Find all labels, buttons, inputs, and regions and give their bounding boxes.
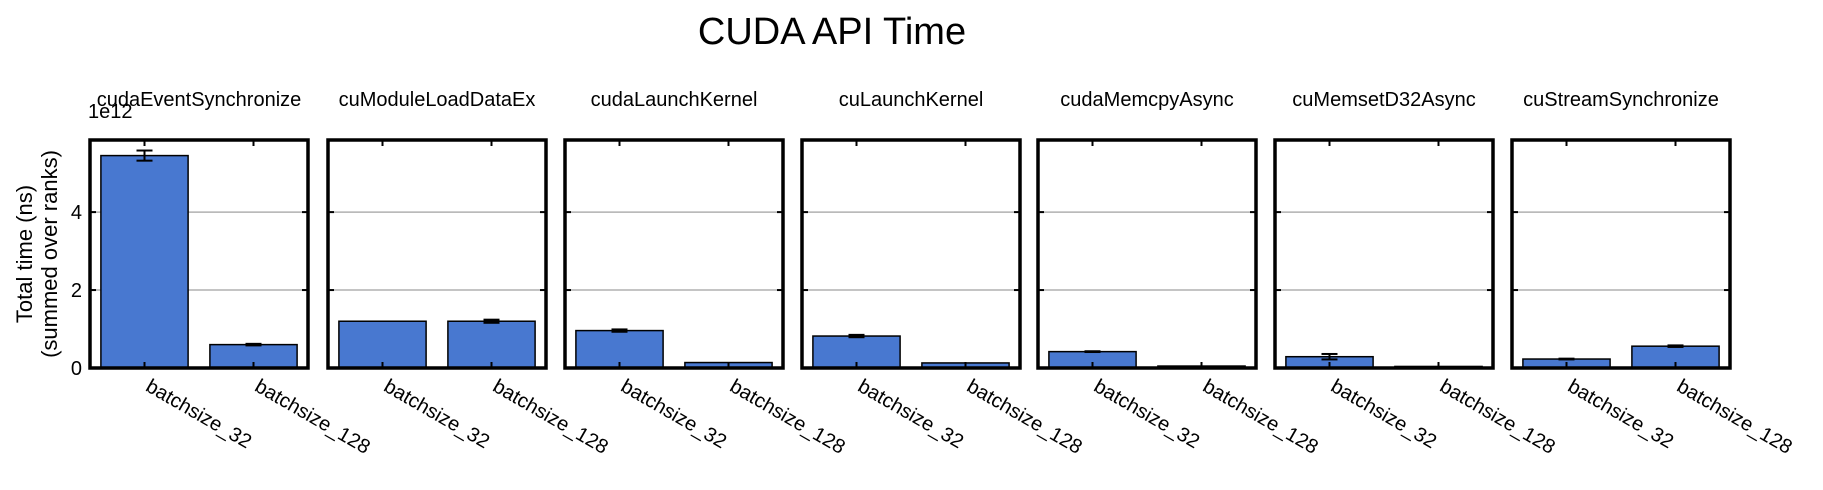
y-tick-label-4: 4 bbox=[71, 202, 82, 224]
panel-title-cudaLaunchKernel: cudaLaunchKernel bbox=[591, 89, 758, 111]
x-tick-label-batchsize_128: batchsize_128 bbox=[1199, 375, 1322, 459]
bar-cuModuleLoadDataEx-batchsize_32 bbox=[338, 320, 427, 369]
panel-title-cudaMemcpyAsync: cudaMemcpyAsync bbox=[1060, 89, 1233, 111]
y-axis-label: Total time (ns) bbox=[12, 185, 37, 323]
panel-frame-cuMemsetD32Async bbox=[1273, 138, 1495, 370]
panel-frame-cuLaunchKernel bbox=[800, 138, 1022, 370]
panel-title-cuModuleLoadDataEx: cuModuleLoadDataEx bbox=[339, 89, 536, 111]
x-tick-label-batchsize_128: batchsize_128 bbox=[251, 375, 374, 459]
panel-frame-cuModuleLoadDataEx bbox=[326, 138, 548, 370]
chart-title: CUDA API Time bbox=[698, 11, 966, 53]
panel-title-cuMemsetD32Async: cuMemsetD32Async bbox=[1292, 89, 1475, 111]
x-tick-label-batchsize_32: batchsize_32 bbox=[617, 375, 730, 453]
panels: cudaEventSynchronizebatchsize_32batchsiz… bbox=[71, 89, 1796, 459]
y-tick-label-0: 0 bbox=[71, 358, 82, 380]
panel-cudaLaunchKernel: cudaLaunchKernel batchsize_32batchsize_12… bbox=[563, 89, 849, 459]
panel-title-cuStreamSynchronize: cuStreamSynchronize bbox=[1523, 89, 1719, 111]
x-tick-label-batchsize_32: batchsize_32 bbox=[142, 375, 255, 453]
x-tick-label-batchsize_128: batchsize_128 bbox=[1673, 375, 1796, 459]
x-tick-label-batchsize_128: batchsize_128 bbox=[726, 375, 849, 459]
x-tick-label-batchsize_32: batchsize_32 bbox=[1327, 375, 1440, 453]
panel-cuMemsetD32Async: cuMemsetD32Async batchsize_32batchsize_12… bbox=[1273, 89, 1559, 459]
x-tick-label-batchsize_32: batchsize_32 bbox=[380, 375, 493, 453]
panel-frame-cudaEventSynchronize bbox=[88, 138, 310, 370]
panel-frame-cudaMemcpyAsync bbox=[1036, 138, 1258, 370]
panel-cuStreamSynchronize: cuStreamSynchronize batchsize_32batchsize… bbox=[1510, 89, 1796, 459]
x-tick-label-batchsize_128: batchsize_128 bbox=[963, 375, 1086, 459]
y-axis-label-line-2: (summed over ranks) bbox=[37, 150, 62, 358]
x-tick-label-batchsize_128: batchsize_128 bbox=[1436, 375, 1559, 459]
x-tick-label-batchsize_32: batchsize_32 bbox=[1564, 375, 1677, 453]
x-tick-label-batchsize_32: batchsize_32 bbox=[1090, 375, 1203, 453]
x-tick-label-batchsize_32: batchsize_32 bbox=[854, 375, 967, 453]
panel-frame-cuStreamSynchronize bbox=[1510, 138, 1732, 370]
panel-title-cuLaunchKernel: cuLaunchKernel bbox=[839, 89, 984, 111]
bar-cuModuleLoadDataEx-batchsize_128 bbox=[447, 320, 536, 369]
y-axis-label-line-1: Total time (ns) bbox=[12, 185, 37, 323]
panel-title-cudaEventSynchronize: cudaEventSynchronize bbox=[97, 89, 302, 111]
bar-cudaEventSynchronize-batchsize_32 bbox=[100, 154, 189, 369]
y-axis-offset-text: 1e12 bbox=[88, 101, 133, 123]
panel-cuModuleLoadDataEx: cuModuleLoadDataEx batchsize_32batchsize_… bbox=[326, 89, 612, 459]
y-tick-label-2: 2 bbox=[71, 280, 82, 302]
x-tick-label-batchsize_128: batchsize_128 bbox=[489, 375, 612, 459]
panel-frame-cudaLaunchKernel bbox=[563, 138, 785, 370]
y-axis-label-line-2-text: (summed over ranks) bbox=[37, 150, 62, 358]
